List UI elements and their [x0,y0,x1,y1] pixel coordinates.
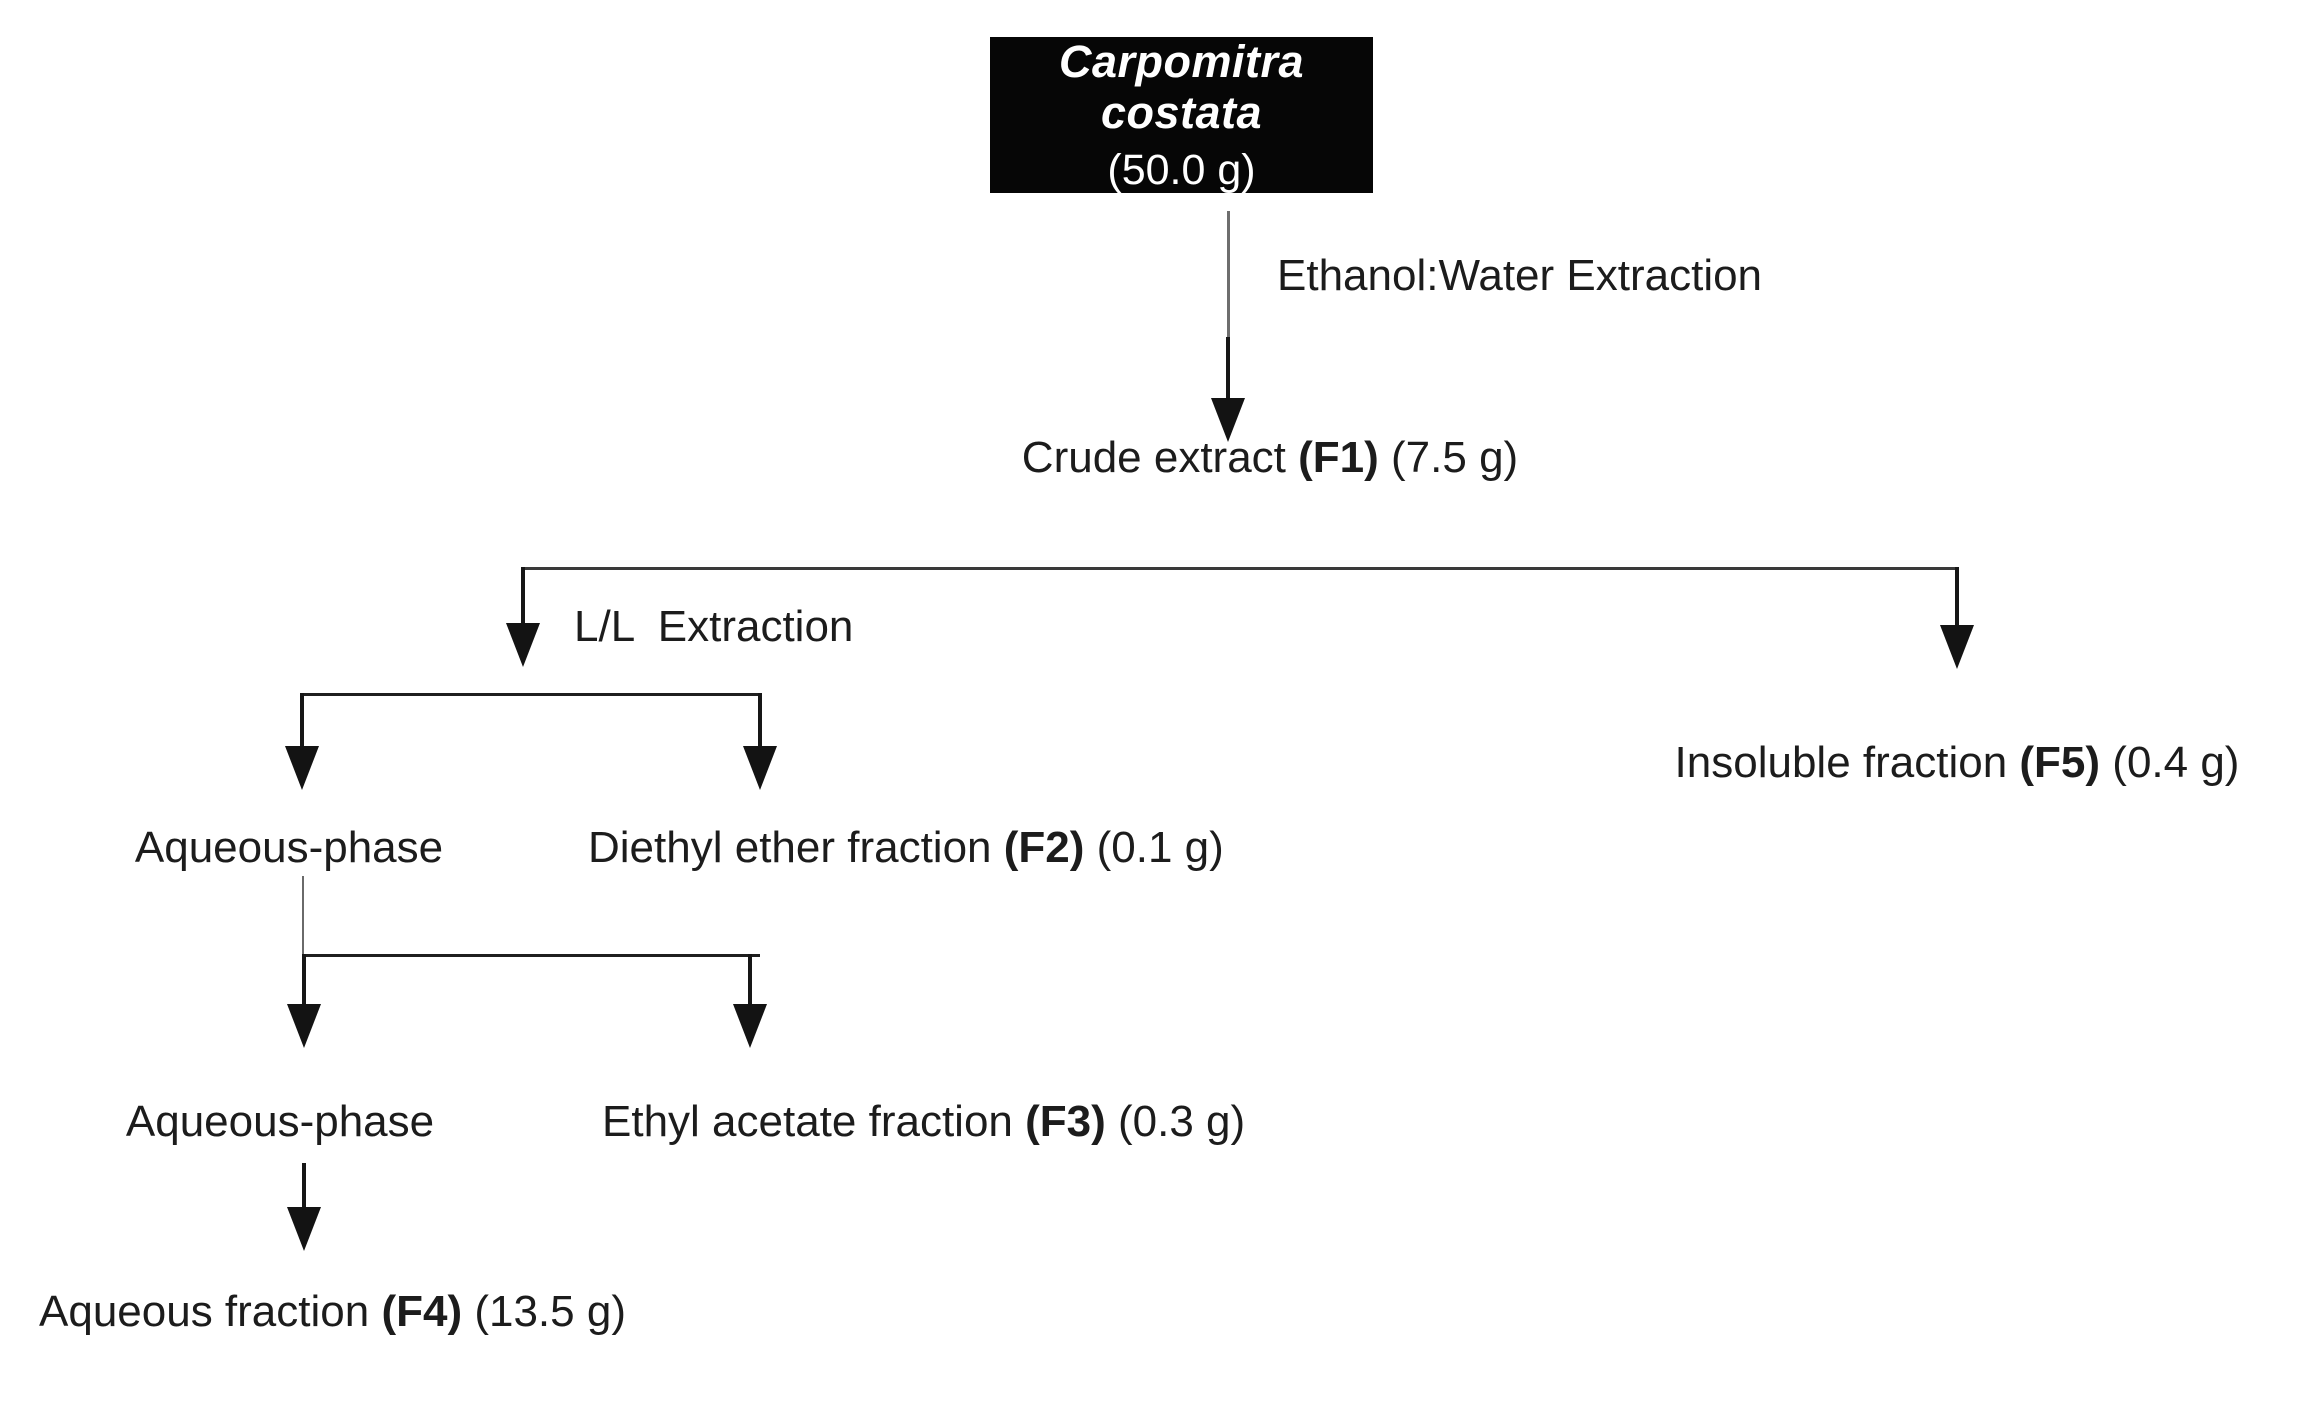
node-diethyl-ether-fraction-f2: Diethyl ether fraction (F2) (0.1 g) [588,822,1224,875]
fraction-code: (F2) [1003,823,1085,872]
node-text: Insoluble fraction [1674,738,2020,787]
node-text: Diethyl ether fraction [588,823,1004,872]
arrow-diethyl-line [758,693,762,748]
arrow-ethanol-line-upper [1227,211,1230,339]
arrow-aqueous1-head [285,746,319,790]
arrow-aqueous2-head [287,1004,321,1048]
connector-aqueous1-line [302,876,304,956]
node-weight: (0.1 g) [1084,823,1224,872]
arrow-aqueous2-line [302,954,306,1006]
arrow-insoluble-line [1955,567,1959,627]
node-weight: (0.4 g) [2100,738,2240,787]
arrow-aqueous1-line [300,693,304,748]
node-text: Ethyl acetate fraction [602,1097,1026,1146]
fraction-code: (F3) [1025,1097,1106,1146]
node-crude-extract-f1: Crude extract (F1) (7.5 g) [970,432,1570,485]
branch-line-top [523,567,1959,570]
fraction-code: (F5) [2019,738,2101,787]
arrow-ll-extraction-head [506,623,540,667]
node-source-species: Carpomitra costata (50.0 g) [990,35,1373,195]
branch-line-split-b [303,954,760,957]
arrow-ethanol-head [1211,398,1245,442]
node-aqueous-fraction-f4: Aqueous fraction (F4) (13.5 g) [20,1286,645,1339]
species-amount: (50.0 g) [1107,146,1256,195]
node-aqueous-phase-2: Aqueous-phase [125,1097,435,1146]
arrow-aqueous-fraction-head [287,1207,321,1251]
node-text: Aqueous fraction [39,1287,382,1336]
node-ethyl-acetate-fraction-f3: Ethyl acetate fraction (F3) (0.3 g) [602,1096,1245,1149]
node-insoluble-fraction-f5: Insoluble fraction (F5) (0.4 g) [1627,737,2287,790]
branch-line-split-a [301,693,762,696]
node-weight: (0.3 g) [1105,1097,1246,1146]
arrow-ethyl-acetate-line [748,954,752,1006]
fraction-code: (F1) [1298,433,1379,482]
node-text: Crude extract [1021,433,1299,482]
edge-label-ll-extraction: L/L Extraction [574,602,854,651]
species-name: Carpomitra costata [1058,35,1305,139]
node-aqueous-phase-1: Aqueous-phase [134,823,444,872]
node-weight: (7.5 g) [1378,433,1519,482]
node-weight: (13.5 g) [462,1287,626,1336]
fraction-code: (F4) [381,1287,463,1336]
arrow-diethyl-head [743,746,777,790]
arrow-aqueous-fraction-line [302,1163,306,1209]
arrow-ethyl-acetate-head [733,1004,767,1048]
arrow-insoluble-head [1940,625,1974,669]
arrow-ethanol-line-lower [1226,337,1230,401]
edge-label-ethanol-water-extraction: Ethanol:Water Extraction [1277,251,1763,300]
arrow-ll-extraction-line [521,567,525,625]
